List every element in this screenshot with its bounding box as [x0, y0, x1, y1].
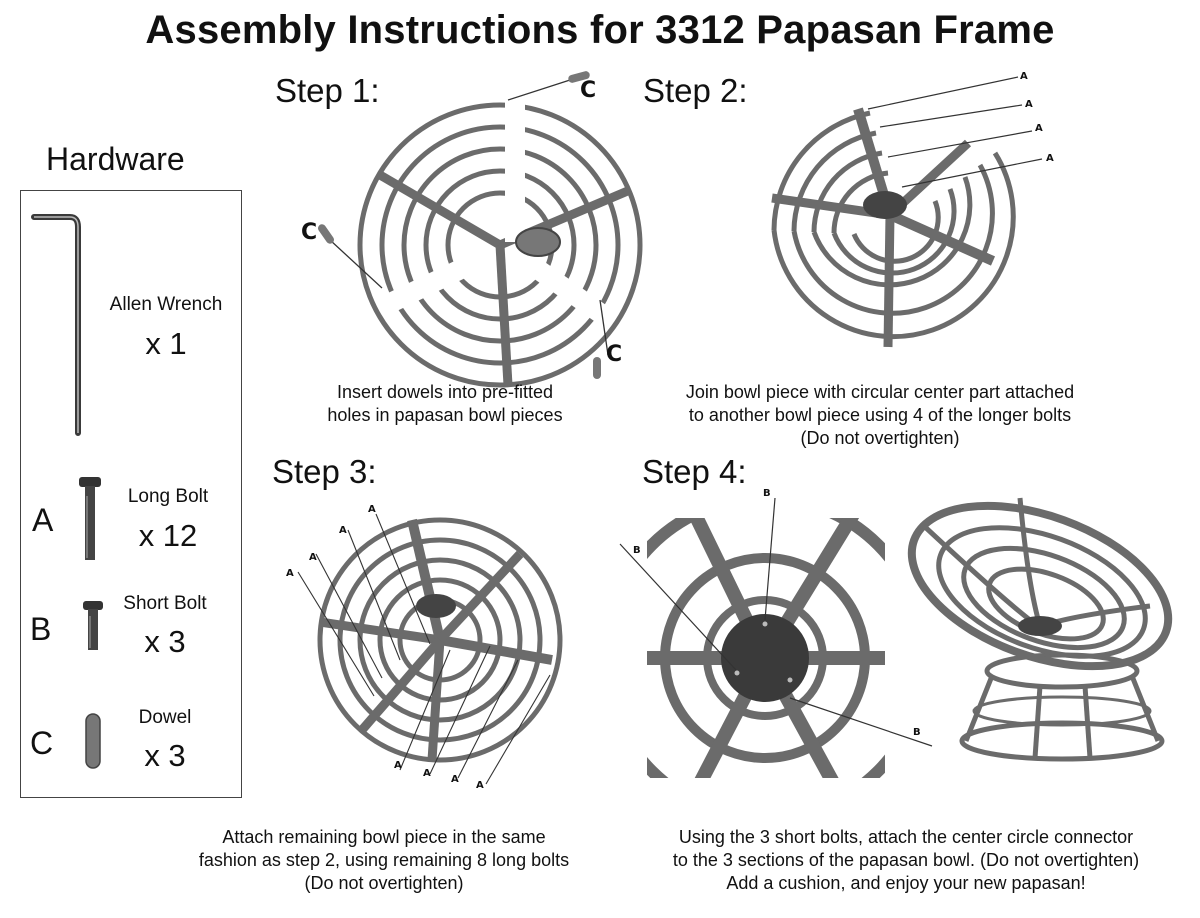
papasan-chair-illustration [907, 497, 1173, 762]
dowel-icon [85, 713, 101, 769]
hardware-heading: Hardware [46, 141, 185, 177]
step-2-caption-line-3: (Do not overtighten) [800, 428, 960, 448]
hardware-letter-a: A [32, 502, 54, 538]
step-4-caption-line-2: to the 3 sections of the papasan bowl. (… [672, 850, 1140, 870]
step-3-callout-a-4: A [368, 504, 376, 515]
hardware-name-allen-wrench: Allen Wrench [109, 294, 223, 315]
allen-wrench-icon [31, 214, 81, 436]
step-3-callout-a-8: A [476, 780, 484, 791]
step-1-caption-line-2: holes in papasan bowl pieces [327, 405, 563, 425]
step-2-caption-line-1: Join bowl piece with circular center par… [685, 382, 1075, 402]
step-4-caption-line-1: Using the 3 short bolts, attach the cent… [678, 827, 1134, 847]
step-4-title: Step 4: [642, 453, 747, 490]
step-3-callout-a-6: A [423, 768, 431, 779]
step-3-title: Step 3: [272, 453, 377, 490]
step-1-callout-c-3: C [606, 342, 623, 367]
hardware-panel [20, 190, 242, 798]
step-2-illustration [771, 76, 1043, 348]
step-4-callout-b-2: B [633, 545, 641, 556]
step-4-callout-b-3: B [913, 727, 921, 738]
step-1-title: Step 1: [275, 72, 380, 109]
hardware-letter-b: B [30, 611, 52, 647]
step-4-callout-b-1: B [763, 488, 771, 499]
step-3-caption-line-2: fashion as step 2, using remaining 8 lon… [198, 850, 570, 870]
hardware-name-long-bolt: Long Bolt [127, 486, 209, 507]
hardware-qty-dowel: x 3 [144, 738, 186, 773]
hardware-qty-long-bolt: x 12 [138, 518, 198, 553]
step-4-caption-line-3: Add a cushion, and enjoy your new papasa… [726, 873, 1086, 893]
hardware-letter-c: C [30, 725, 54, 761]
step-1-illustration [317, 71, 643, 388]
step-3-callout-a-5: A [394, 760, 402, 771]
hardware-qty-allen-wrench: x 1 [145, 326, 187, 361]
step-2-caption-line-2: to another bowl piece using 4 of the lon… [688, 405, 1072, 425]
step-3-callout-a-3: A [339, 525, 347, 536]
step-1-callout-c-1: C [580, 78, 597, 103]
step-1-caption-line-1: Insert dowels into pre-fitted [336, 382, 554, 402]
step-3-callout-a-7: A [451, 774, 459, 785]
step-2-callout-a-1: A [1020, 71, 1028, 82]
hardware-name-short-bolt: Short Bolt [123, 593, 207, 614]
step-2-callout-a-3: A [1035, 123, 1043, 134]
step-3-caption-line-3: (Do not overtighten) [304, 873, 464, 893]
step-3-caption: Attach remaining bowl piece in the same … [150, 826, 618, 895]
step-2-callout-a-4: A [1046, 153, 1054, 164]
step-3-callout-a-1: A [286, 568, 294, 579]
hardware-qty-short-bolt: x 3 [144, 624, 186, 659]
step-2-caption: Join bowl piece with circular center par… [620, 381, 1140, 450]
step-3-caption-line-1: Attach remaining bowl piece in the same [222, 827, 546, 847]
step-3-illustration [297, 513, 563, 785]
long-bolt-icon [79, 477, 101, 560]
step-2-callout-a-2: A [1025, 99, 1033, 110]
step-1-caption: Insert dowels into pre-fitted holes in p… [270, 381, 620, 427]
step-2-title: Step 2: [643, 72, 748, 109]
step-1-callout-c-2: C [301, 220, 318, 245]
short-bolt-icon [83, 601, 103, 650]
page-title: Assembly Instructions for 3312 Papasan F… [145, 8, 1055, 52]
step-3-callout-a-2: A [309, 552, 317, 563]
step-4-closeup-illustration [647, 518, 885, 778]
step-4-caption: Using the 3 short bolts, attach the cent… [620, 826, 1192, 895]
hardware-name-dowel: Dowel [138, 707, 192, 728]
